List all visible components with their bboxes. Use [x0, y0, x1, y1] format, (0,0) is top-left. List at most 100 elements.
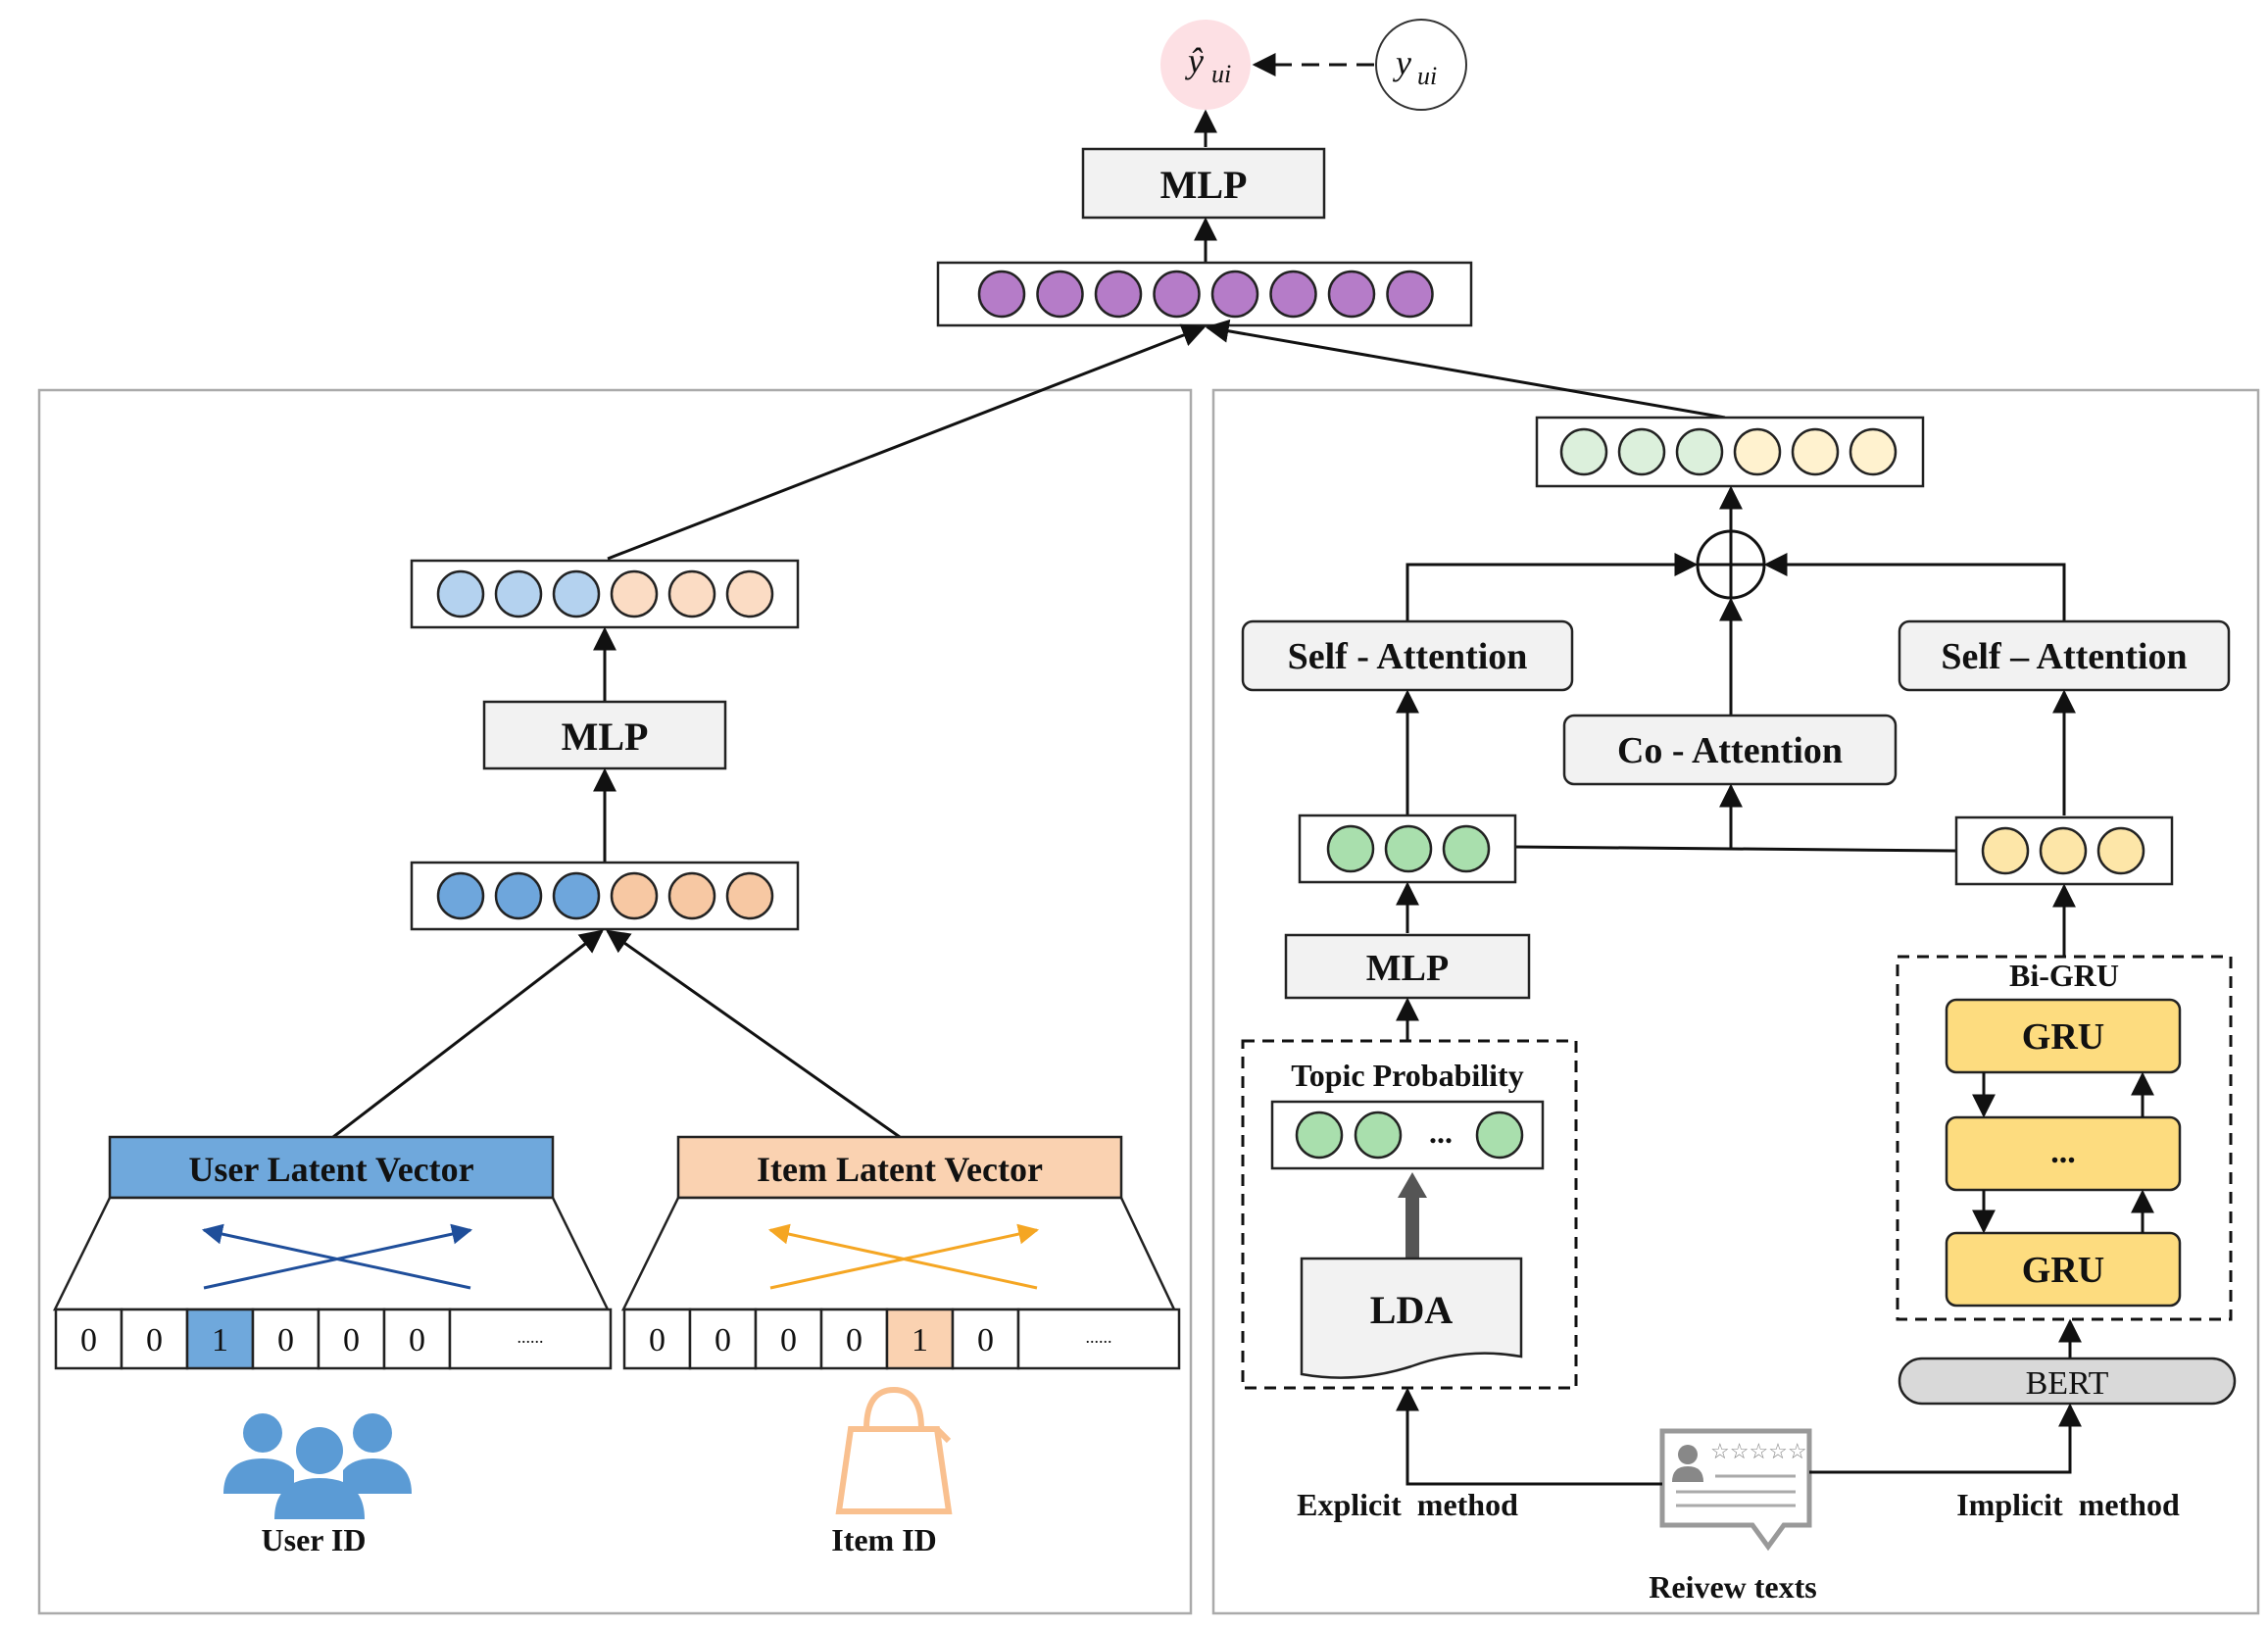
- shopping-bag-icon: [835, 1386, 953, 1514]
- review-to-bert-arrow: [1809, 1403, 2082, 1474]
- left-to-fused-arrow: [607, 323, 1207, 561]
- left-top-node: [667, 569, 716, 618]
- review-texts-label: Reivew texts: [1649, 1569, 1816, 1605]
- right-self-attention-to-concat: [1763, 553, 2066, 621]
- item-latent-vector: Item Latent Vector: [676, 1135, 1123, 1200]
- right-top-node: [1675, 427, 1724, 476]
- topic-probability-vector: ...: [1270, 1100, 1545, 1170]
- fused-node: [977, 270, 1026, 319]
- onehot-value: ......: [1086, 1327, 1112, 1347]
- fused-node: [1036, 270, 1084, 319]
- topic-probability-label: Topic Probability: [1291, 1058, 1523, 1093]
- onehot-value: ......: [518, 1327, 544, 1347]
- item-latent-vector-label: Item Latent Vector: [757, 1150, 1043, 1189]
- topic-ellipsis: ...: [1429, 1114, 1453, 1150]
- explicit-feature-node: [1326, 824, 1375, 873]
- onehot-value: 0: [977, 1322, 994, 1358]
- lda-label: LDA: [1370, 1288, 1454, 1332]
- right-top-node: [1733, 427, 1782, 476]
- onehot-cell: [688, 1308, 758, 1370]
- onehot-cell: [885, 1308, 955, 1370]
- user-cross-arrow-2: [203, 1223, 473, 1290]
- left-panel: [37, 388, 1193, 1615]
- link-green-yellow: [1514, 845, 1957, 853]
- onehot-value: 1: [212, 1322, 228, 1358]
- right-panel: [1211, 388, 2260, 1615]
- onehot-cell: [754, 1308, 823, 1370]
- review-document-icon: ☆☆☆☆☆: [1659, 1428, 1812, 1552]
- explicit-feature-node: [1384, 824, 1433, 873]
- onehot-value: 0: [277, 1322, 294, 1358]
- gru-top-label: GRU: [2022, 1016, 2104, 1058]
- left-bottom-node: [725, 871, 774, 920]
- gru-bottom-label: GRU: [2022, 1250, 2104, 1291]
- implicit-feature-node: [2096, 826, 2145, 875]
- prediction-subscript: ui: [1211, 60, 1231, 88]
- fused-vector: [936, 261, 1473, 327]
- onehot-cell: [382, 1308, 452, 1370]
- fused-node: [1210, 270, 1259, 319]
- implicit-feature-vector: [1954, 815, 2174, 886]
- bert-label: BERT: [2026, 1365, 2109, 1402]
- onehot-cell: [317, 1308, 386, 1370]
- left-bottom-node: [667, 871, 716, 920]
- right-top-node: [1791, 427, 1840, 476]
- fused-node: [1386, 270, 1434, 319]
- onehot-value: 0: [846, 1322, 863, 1358]
- left-mlp-box: MLP: [482, 700, 727, 770]
- fused-node: [1327, 270, 1376, 319]
- lda-document-icon: LDA: [1300, 1257, 1523, 1379]
- left-top-node: [610, 569, 659, 618]
- onehot-value: 0: [343, 1322, 360, 1358]
- bigru-label: Bi-GRU: [2009, 958, 2119, 993]
- left-bottom-node: [494, 871, 543, 920]
- implicit-feature-node: [1981, 826, 2030, 875]
- top-mlp-label: MLP: [1160, 163, 1248, 207]
- onehot-cell: [185, 1308, 255, 1370]
- self-attention-right-label: Self – Attention: [1941, 636, 2187, 677]
- explicit-method-label: Explicit method: [1297, 1487, 1518, 1522]
- item-cross-arrow-2: [769, 1223, 1040, 1290]
- self-attention-right-box: Self – Attention: [1898, 619, 2231, 692]
- onehot-value: 0: [146, 1322, 163, 1358]
- left-bottom-vector: [410, 861, 800, 931]
- self-attention-left-box: Self - Attention: [1241, 619, 1574, 692]
- implicit-feature-node: [2039, 826, 2088, 875]
- concat-plus-icon: [1696, 529, 1766, 600]
- onehot-value: 0: [780, 1322, 797, 1358]
- onehot-cell: [54, 1308, 123, 1370]
- target-subscript: ui: [1417, 62, 1437, 90]
- gru-bottom-box: GRU: [1945, 1231, 2182, 1308]
- review-to-lda-arrow: [1396, 1387, 1662, 1486]
- onehot-cell: [1016, 1308, 1181, 1370]
- right-mlp-box: MLP: [1284, 933, 1531, 1000]
- item-id-label: Item ID: [831, 1522, 937, 1557]
- onehot-value: 1: [912, 1322, 928, 1358]
- left-top-node: [436, 569, 485, 618]
- onehot-value: 0: [649, 1322, 666, 1358]
- onehot-cell: [448, 1308, 613, 1370]
- review-stars: ☆☆☆☆☆: [1710, 1439, 1807, 1463]
- user-to-concat-arrow: [332, 929, 604, 1139]
- right-top-node: [1617, 427, 1666, 476]
- left-top-vector: [410, 559, 800, 629]
- onehot-cell: [819, 1308, 889, 1370]
- fused-node: [1153, 270, 1201, 319]
- onehot-value: 0: [409, 1322, 425, 1358]
- right-top-node: [1559, 427, 1608, 476]
- user-latent-vector: User Latent Vector: [108, 1135, 555, 1200]
- left-top-node: [552, 569, 601, 618]
- self-attention-left-label: Self - Attention: [1288, 636, 1528, 677]
- user-id-label: User ID: [262, 1522, 367, 1557]
- left-bottom-node: [436, 871, 485, 920]
- left-mlp-label: MLP: [562, 715, 649, 759]
- prediction-node: ŷ ui: [1160, 20, 1251, 110]
- gru-middle-box: ...: [1945, 1115, 2182, 1192]
- bert-box: BERT: [1898, 1357, 2237, 1406]
- right-mlp-label: MLP: [1366, 948, 1449, 989]
- onehot-cell: [951, 1308, 1020, 1370]
- users-icon: [223, 1413, 412, 1519]
- item-embedding-trapezoid: [620, 1196, 1176, 1311]
